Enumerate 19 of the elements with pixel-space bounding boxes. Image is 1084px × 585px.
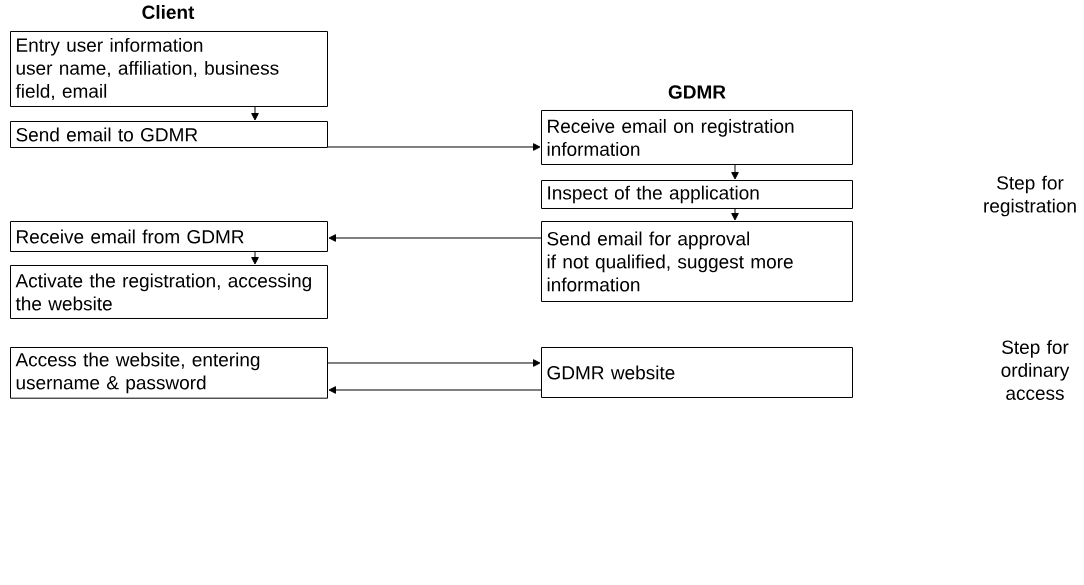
process-box: Send email to GDMR — [10, 121, 328, 148]
process-box: Inspect of the application — [541, 180, 853, 209]
process-box: Entry user information user name, affiliation, business field, email — [10, 31, 328, 107]
process-box: Activate the registration, accessing the website — [10, 265, 328, 319]
arrow — [251, 251, 259, 265]
process-box: Access the website, entering username & password — [10, 347, 328, 399]
arrow — [251, 106, 259, 121]
process-box: GDMR website — [541, 347, 853, 398]
arrow — [328, 386, 542, 394]
arrow — [327, 359, 541, 367]
process-box: Receive email from GDMR — [10, 221, 328, 252]
step-label: Step for ordinary access — [1001, 340, 1070, 400]
arrow — [731, 208, 739, 221]
step-label: Step for registration — [984, 175, 1076, 217]
process-box: Send email for approval if not qualified, suggest more information — [541, 221, 853, 302]
arrow — [731, 164, 739, 180]
arrow — [327, 143, 541, 151]
process-box: Receive email on registration information — [541, 110, 853, 165]
arrow — [328, 234, 542, 242]
